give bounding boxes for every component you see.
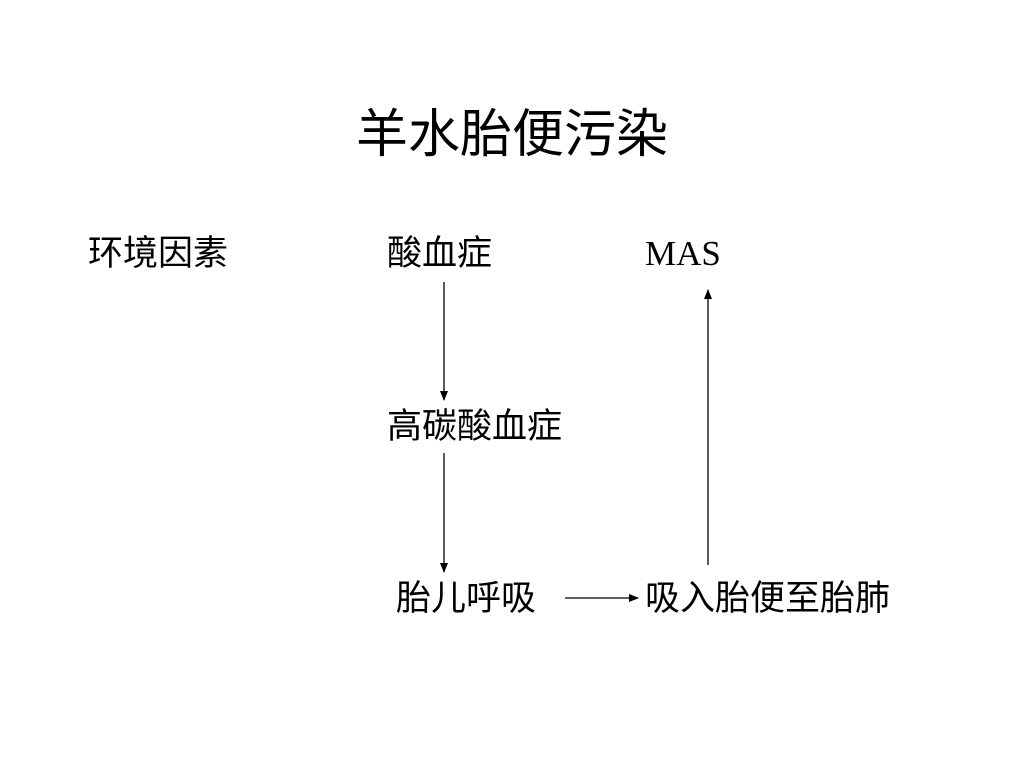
node-mas: MAS [645,234,721,273]
node-hypercapnic-acidemia: 高碳酸血症 [387,407,563,447]
node-environment: 环境因素 [88,234,229,274]
node-meconium-inhalation: 吸入胎便至胎肺 [645,579,891,619]
slide-title: 羊水胎便污染 [355,105,668,165]
node-fetal-breathing: 胎儿呼吸 [396,579,537,619]
node-acidemia: 酸血症 [387,234,493,274]
